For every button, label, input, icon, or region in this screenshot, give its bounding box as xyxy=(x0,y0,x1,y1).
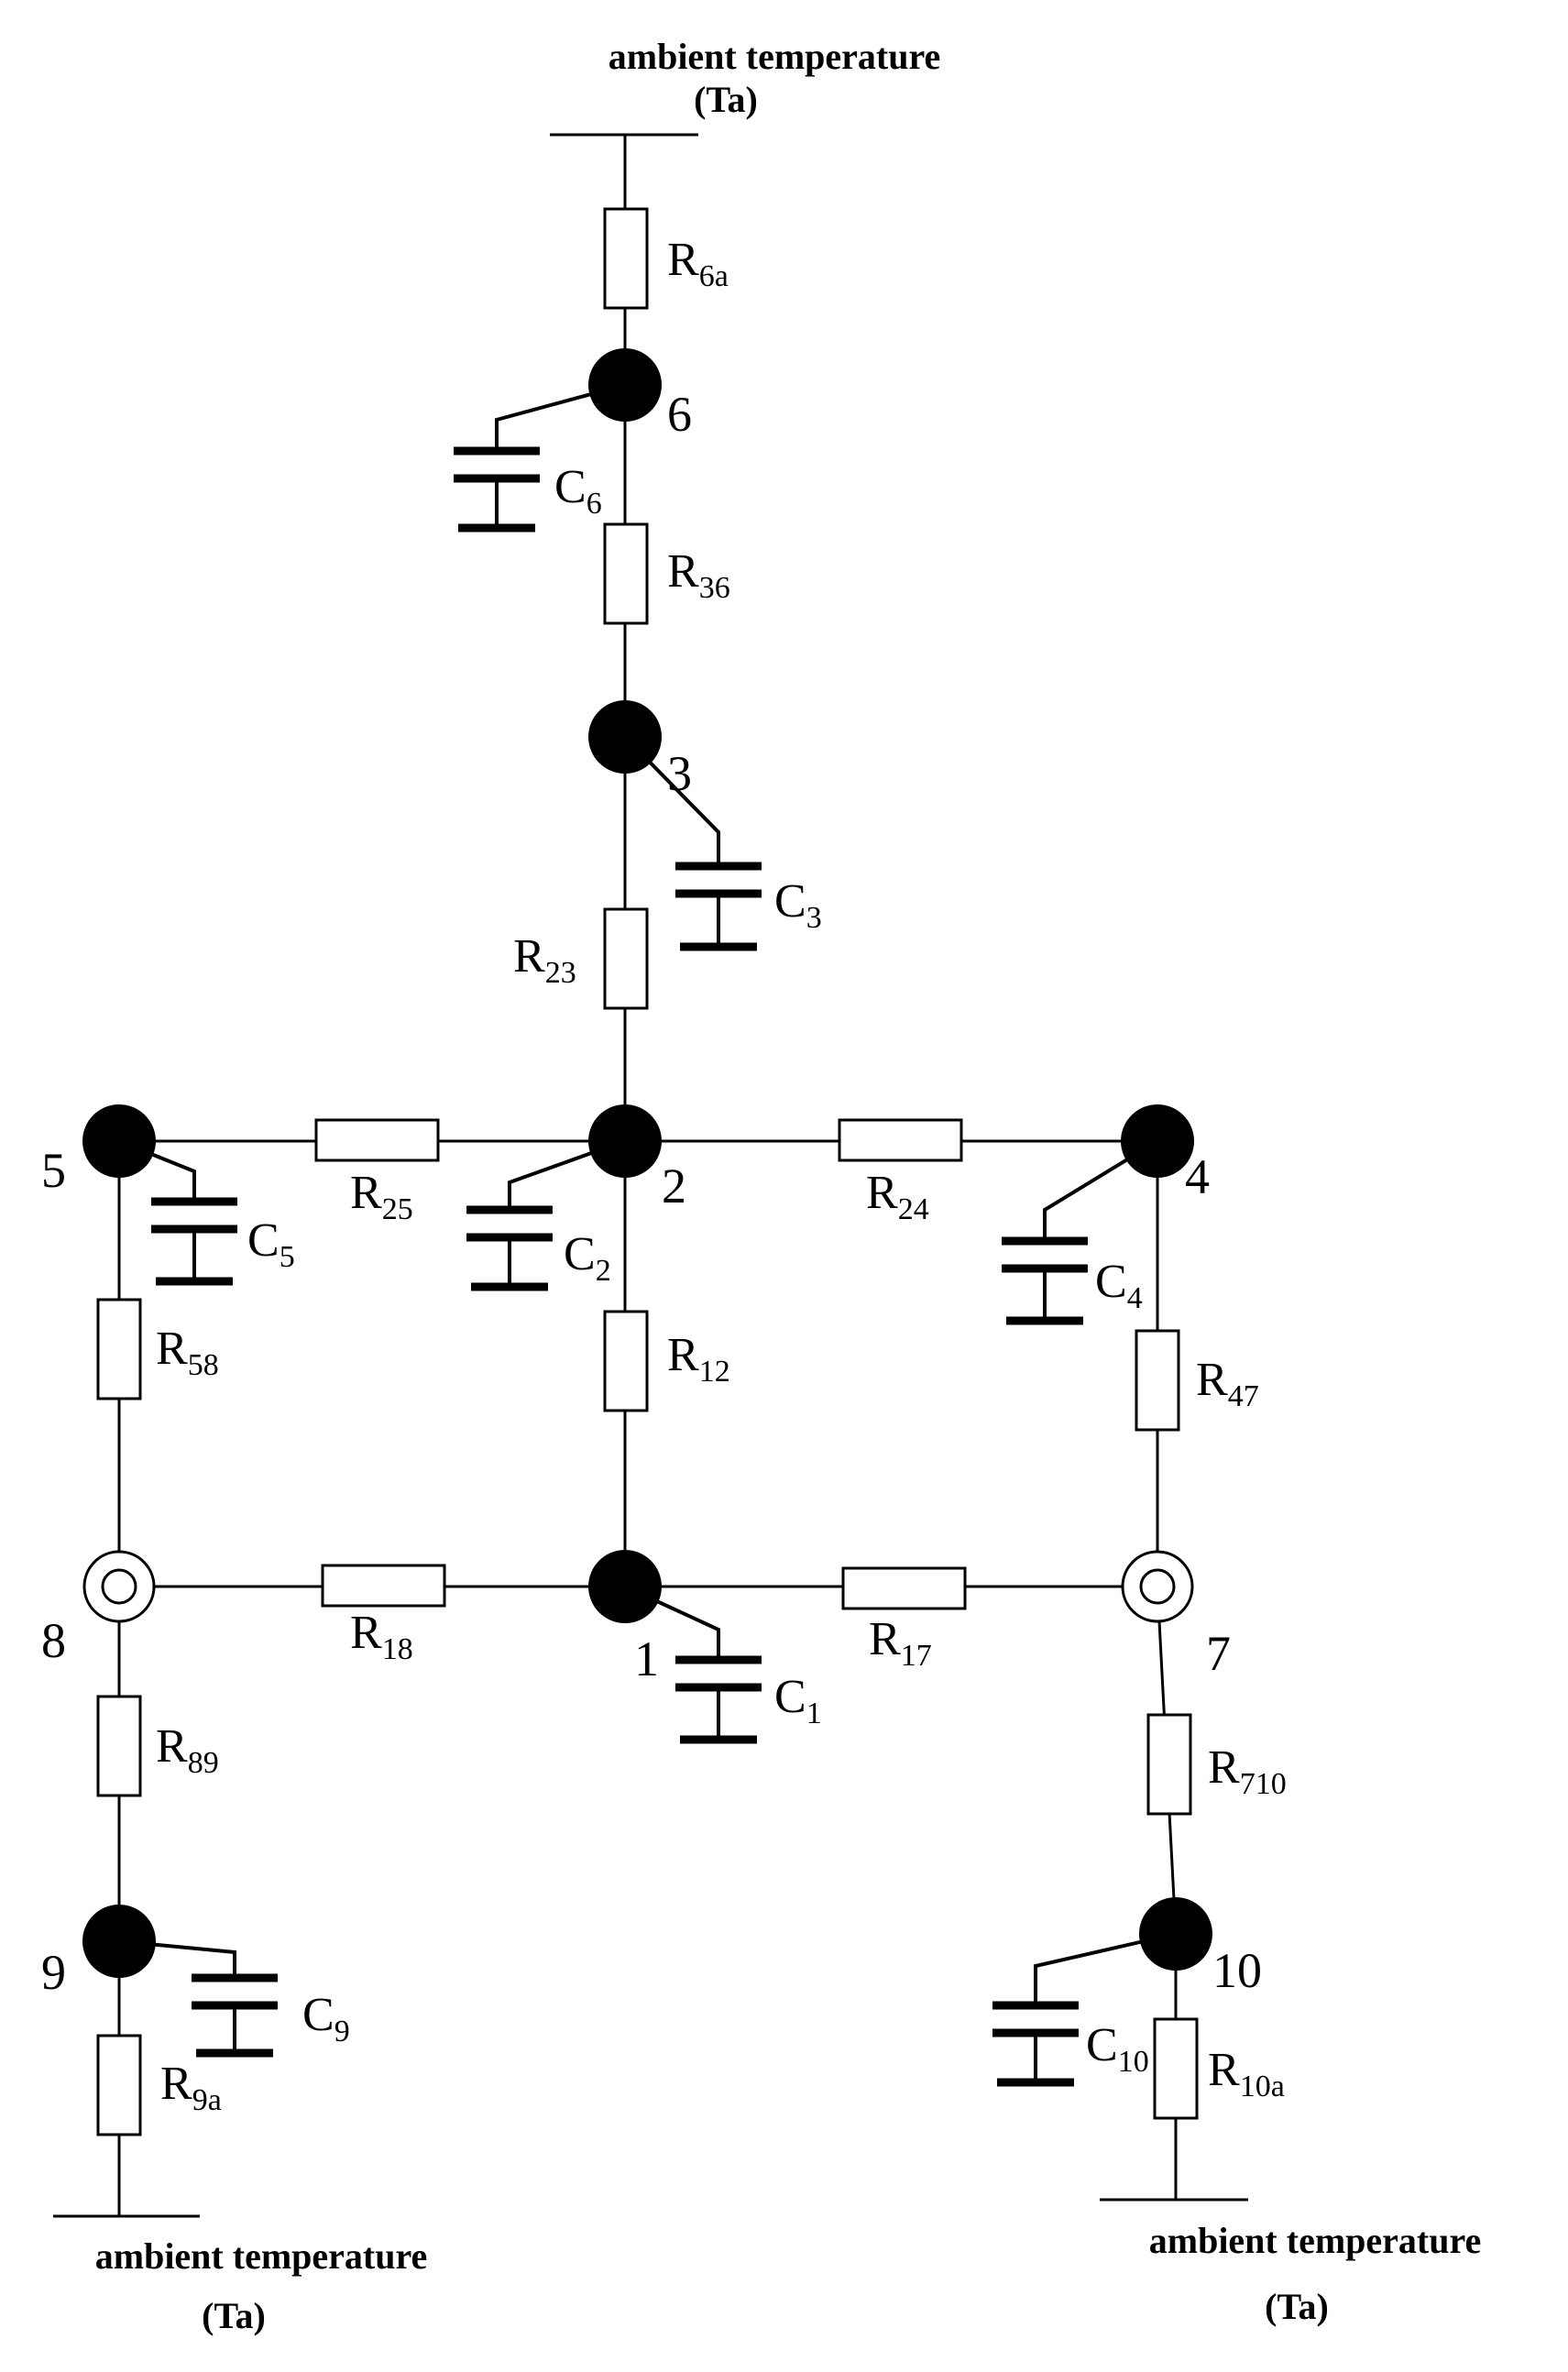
capacitor-c10 xyxy=(992,1932,1177,2087)
label-c5: C5 xyxy=(247,1214,295,1274)
node-label-9: 9 xyxy=(41,1945,66,2000)
label-r23: R23 xyxy=(513,930,576,990)
node-6 xyxy=(588,348,662,422)
resistor-r25 xyxy=(314,1118,440,1162)
resistor-r23 xyxy=(603,907,649,1010)
capacitor-c4 xyxy=(1002,1139,1159,1325)
node-label-10: 10 xyxy=(1212,1943,1262,1998)
resistor-r17 xyxy=(841,1566,967,1610)
ambient-bottom-right-label: ambient temperature xyxy=(1149,2220,1482,2261)
label-c10: C10 xyxy=(1086,2019,1149,2079)
node-2 xyxy=(588,1104,662,1178)
label-r9a: R9a xyxy=(160,2058,222,2117)
resistor-r6a xyxy=(603,207,649,310)
node-8 xyxy=(82,1550,156,1623)
label-r89: R89 xyxy=(156,1720,219,1780)
node-7 xyxy=(1121,1550,1194,1623)
label-r36: R36 xyxy=(667,545,730,605)
ambient-top-label: ambient temperature xyxy=(609,36,941,77)
label-r18: R18 xyxy=(350,1607,413,1666)
label-r47: R47 xyxy=(1196,1354,1259,1413)
label-r25: R25 xyxy=(350,1167,413,1226)
capacitor-c2 xyxy=(466,1139,626,1291)
resistor-r89 xyxy=(96,1695,142,1797)
node-label-6: 6 xyxy=(667,387,692,442)
node-label-2: 2 xyxy=(662,1159,686,1213)
resistor-r9a xyxy=(96,2034,142,2136)
resistor-r58 xyxy=(96,1298,142,1400)
label-c2: C2 xyxy=(564,1228,611,1288)
label-c9: C9 xyxy=(302,1989,350,2048)
node-label-5: 5 xyxy=(41,1143,66,1198)
label-c1: C1 xyxy=(774,1671,822,1730)
label-r24: R24 xyxy=(866,1167,929,1226)
node-label-1: 1 xyxy=(634,1631,659,1686)
resistor-r710 xyxy=(1146,1713,1192,1816)
label-c4: C4 xyxy=(1095,1256,1143,1315)
capacitor-c3 xyxy=(623,735,762,951)
node-3 xyxy=(588,700,662,774)
label-r58: R58 xyxy=(156,1323,219,1382)
node-5 xyxy=(82,1104,156,1178)
resistor-r47 xyxy=(1135,1329,1180,1432)
label-r710: R710 xyxy=(1208,1741,1287,1801)
resistor-r24 xyxy=(838,1118,963,1162)
label-c3: C3 xyxy=(774,875,822,935)
node-1 xyxy=(588,1550,662,1623)
resistor-r10a xyxy=(1153,2017,1199,2120)
label-r17: R17 xyxy=(869,1613,932,1673)
ambient-bottom-left-label: ambient temperature xyxy=(95,2235,428,2277)
ambient-bottom-left-ta: (Ta) xyxy=(202,2295,266,2336)
node-label-7: 7 xyxy=(1206,1626,1231,1681)
label-r6a: R6a xyxy=(667,234,729,293)
ambient-top-ta: (Ta) xyxy=(694,79,758,120)
node-label-4: 4 xyxy=(1185,1149,1210,1204)
capacitor-c9 xyxy=(118,1939,278,2058)
resistor-r36 xyxy=(603,522,649,625)
node-9 xyxy=(82,1905,156,1978)
node-label-8: 8 xyxy=(41,1613,66,1668)
node-10 xyxy=(1139,1897,1212,1971)
label-r10a: R10a xyxy=(1208,2044,1285,2103)
node-label-3: 3 xyxy=(667,746,692,801)
label-r12: R12 xyxy=(667,1329,730,1389)
resistor-r18 xyxy=(321,1564,446,1608)
resistor-r12 xyxy=(603,1310,649,1412)
node-4 xyxy=(1121,1104,1194,1178)
ambient-bottom-right-ta: (Ta) xyxy=(1265,2286,1329,2327)
capacitor-c6 xyxy=(454,383,626,533)
label-c6: C6 xyxy=(554,461,602,521)
